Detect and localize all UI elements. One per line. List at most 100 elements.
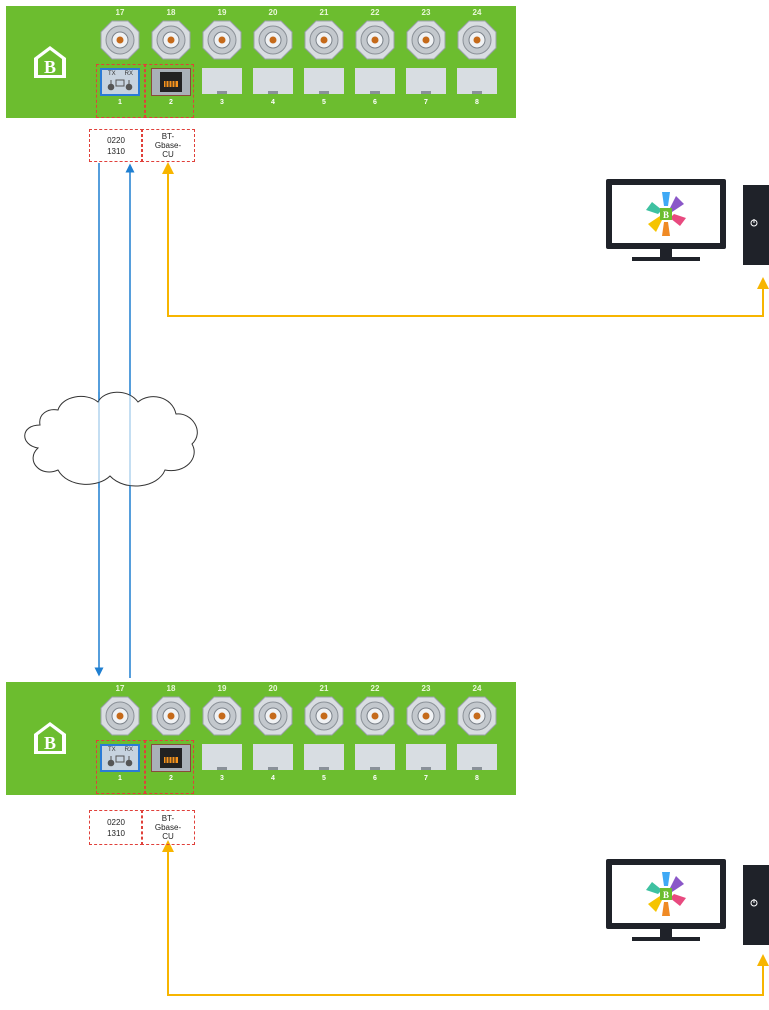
bnc-port-number: 18 (166, 8, 176, 17)
copper-link-bottom (162, 840, 769, 996)
bnc-connector-icon[interactable] (202, 696, 242, 736)
bnc-connector-icon[interactable] (100, 20, 140, 60)
callout-line: CU (162, 832, 174, 841)
highlighted-ports-frame (96, 64, 146, 118)
callout-line: BT- (161, 132, 175, 141)
workstation-icon: B (606, 859, 769, 945)
copper-type-callout-top: BT- Gbase- CU (141, 129, 195, 162)
bnc-port-number: 19 (217, 8, 227, 17)
sfp-port-number: 2 (169, 99, 173, 106)
sfp-port-number: 4 (271, 99, 275, 106)
sfp-empty-slot[interactable] (253, 68, 293, 94)
bnc-connector-icon[interactable] (406, 20, 446, 60)
highlighted-ports-frame (144, 740, 194, 794)
fiber-wavelength-callout-top: 0220 1310 (89, 129, 143, 162)
sfp-fiber-module-port-1[interactable]: TX RX (100, 744, 140, 772)
rj45-copper-port-2[interactable] (151, 68, 191, 96)
sfp-port-number: 5 (322, 99, 326, 106)
bnc-port-number: 18 (166, 684, 176, 693)
copper-link-top (162, 162, 769, 317)
sfp-empty-slot[interactable] (304, 744, 344, 770)
bnc-connector-icon[interactable] (355, 20, 395, 60)
logo-letter: B (44, 733, 56, 753)
bnc-connector-icon[interactable] (304, 20, 344, 60)
bnc-connector-icon[interactable] (457, 20, 497, 60)
bnc-connector-icon[interactable] (100, 696, 140, 736)
fiber-wavelength-callout-bottom: 0220 1310 (89, 810, 143, 845)
bnc-connector-icon[interactable] (355, 696, 395, 736)
highlighted-ports-frame (144, 64, 194, 118)
bnc-connector-icon[interactable] (202, 20, 242, 60)
brand-logo-icon: B (34, 722, 66, 754)
rj45-copper-port-2[interactable] (151, 744, 191, 772)
sfp-empty-slot[interactable] (253, 744, 293, 770)
sfp-empty-slot[interactable] (304, 68, 344, 94)
callout-line: 0220 (107, 817, 125, 827)
fiber-duplex-icon (107, 755, 133, 767)
callout-line: BT- (161, 814, 175, 823)
bnc-port-number: 23 (421, 8, 431, 17)
sfp-empty-slot[interactable] (355, 744, 395, 770)
sfp-empty-slot[interactable] (406, 68, 446, 94)
brand-burst-logo-icon: B (646, 872, 686, 916)
sfp-port-number: 7 (424, 99, 428, 106)
tx-label: TX (108, 71, 116, 77)
callout-line: CU (162, 150, 174, 159)
callout-line: Gbase- (154, 823, 182, 832)
bnc-port-number: 19 (217, 684, 227, 693)
bnc-connector-icon[interactable] (406, 696, 446, 736)
tx-label: TX (108, 747, 116, 753)
bnc-port-number: 21 (319, 684, 329, 693)
sfp-port-number: 1 (118, 99, 122, 106)
callout-line: 1310 (107, 828, 125, 838)
logo-letter: B (663, 890, 669, 900)
fiber-duplex-icon (107, 79, 133, 91)
rx-label: RX (124, 747, 133, 753)
sfp-empty-slot[interactable] (406, 744, 446, 770)
bnc-port-number: 20 (268, 684, 278, 693)
workstation-icon: B (606, 179, 769, 265)
callout-line: Gbase- (154, 141, 182, 150)
sfp-port-number: 8 (475, 99, 479, 106)
bnc-port-number: 22 (370, 8, 380, 17)
brand-logo-icon: B (34, 46, 66, 78)
brand-burst-logo-icon: B (646, 192, 686, 236)
bnc-connector-icon[interactable] (253, 20, 293, 60)
bnc-port-number: 24 (472, 684, 482, 693)
sfp-port-number: 8 (475, 775, 479, 782)
logo-letter: B (44, 57, 56, 77)
sfp-port-number: 3 (220, 775, 224, 782)
sfp-port-number: 1 (118, 775, 122, 782)
bnc-connector-icon[interactable] (457, 696, 497, 736)
bnc-connector-icon[interactable] (151, 20, 191, 60)
bnc-connector-icon[interactable] (151, 696, 191, 736)
bnc-port-number: 17 (115, 684, 125, 693)
sfp-port-number: 2 (169, 775, 173, 782)
rj45-jack-icon (160, 72, 182, 92)
sfp-port-number: 7 (424, 775, 428, 782)
logo-letter: B (663, 210, 669, 220)
bnc-port-number: 17 (115, 8, 125, 17)
sfp-fiber-module-port-1[interactable]: TX RX (100, 68, 140, 96)
sfp-port-number: 6 (373, 99, 377, 106)
bnc-connector-icon[interactable] (304, 696, 344, 736)
bnc-port-number: 24 (472, 8, 482, 17)
sfp-empty-slot[interactable] (355, 68, 395, 94)
bnc-port-number: 23 (421, 684, 431, 693)
sfp-empty-slot[interactable] (457, 744, 497, 770)
bnc-port-number: 22 (370, 684, 380, 693)
sfp-empty-slot[interactable] (202, 744, 242, 770)
callout-line: 1310 (107, 146, 125, 156)
rx-label: RX (124, 71, 133, 77)
sfp-port-number: 6 (373, 775, 377, 782)
sfp-port-number: 5 (322, 775, 326, 782)
sfp-empty-slot[interactable] (457, 68, 497, 94)
callout-line: 0220 (107, 135, 125, 145)
sfp-port-number: 4 (271, 775, 275, 782)
bnc-connector-icon[interactable] (253, 696, 293, 736)
bnc-port-number: 20 (268, 8, 278, 17)
sfp-port-number: 3 (220, 99, 224, 106)
sfp-empty-slot[interactable] (202, 68, 242, 94)
